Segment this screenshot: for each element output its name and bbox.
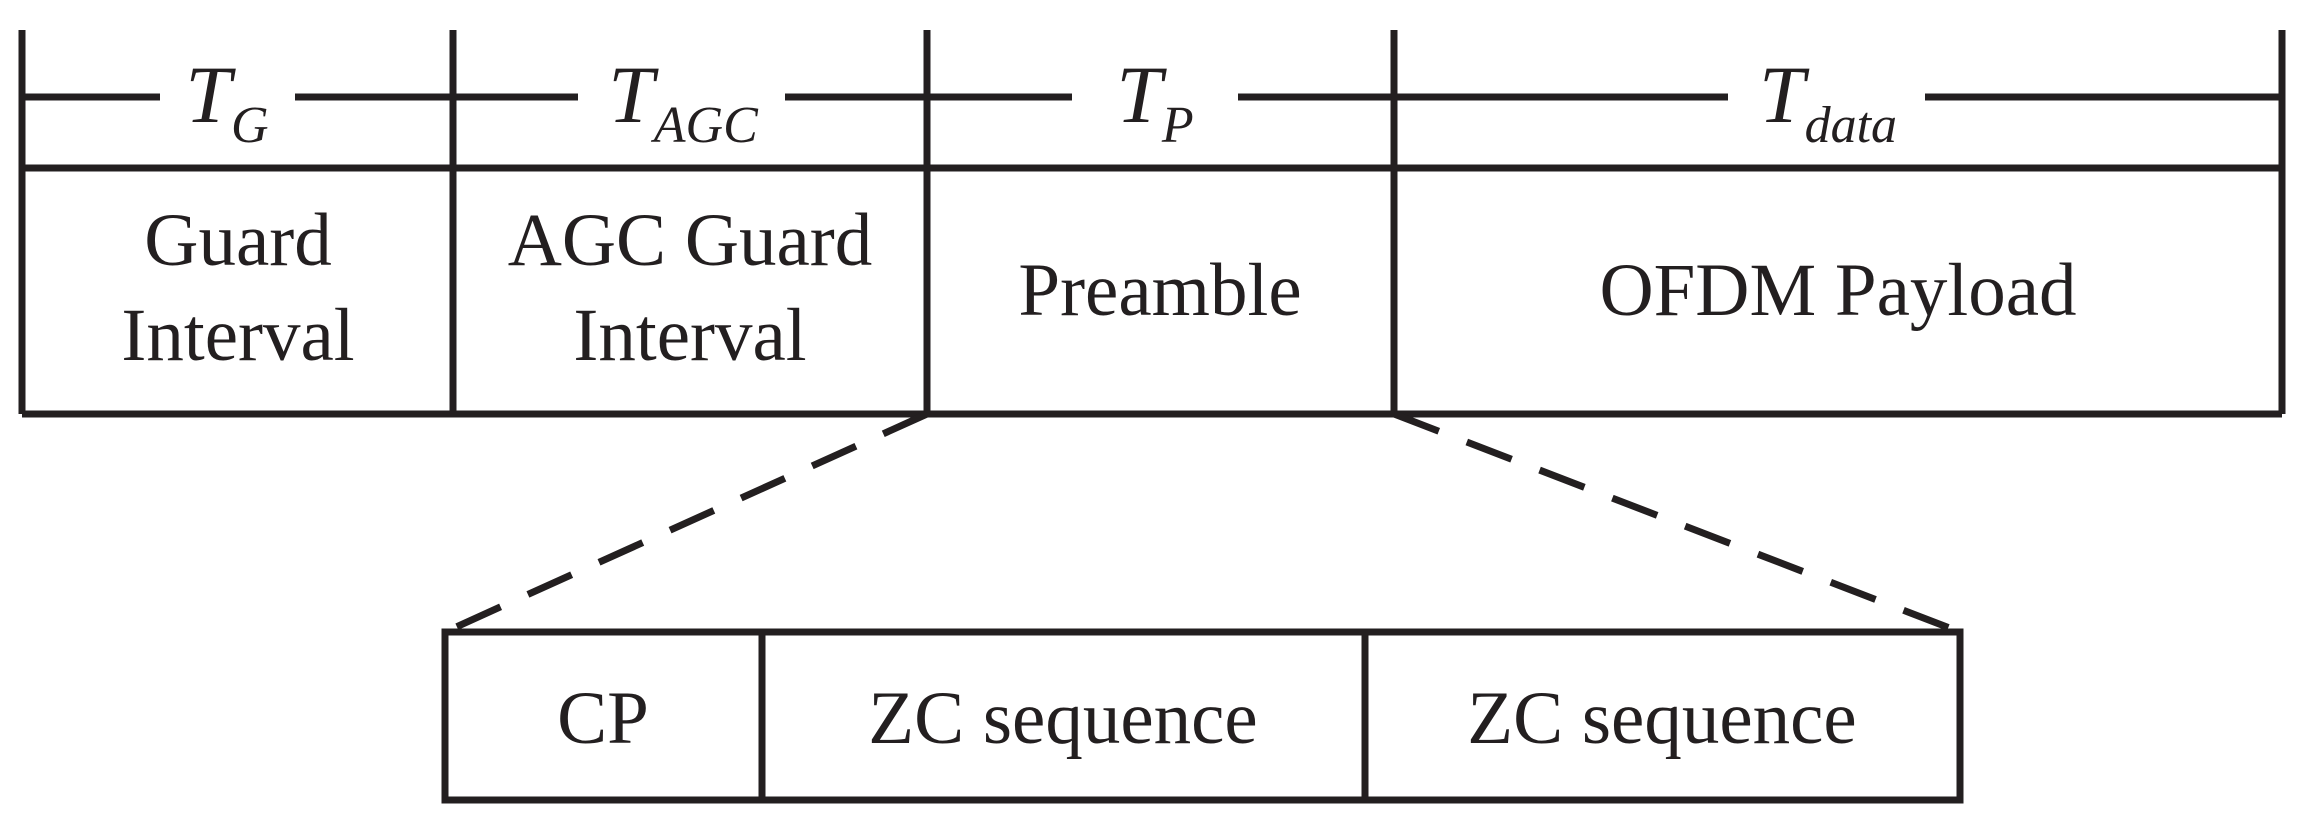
duration-label-tagc: TAGC bbox=[608, 49, 759, 154]
preamble-part-zc-sequence-1: ZC sequence bbox=[868, 677, 1257, 760]
preamble-part-cp: CP bbox=[557, 677, 649, 760]
duration-label-tdata: Tdata bbox=[1759, 49, 1897, 154]
field-agc-guard-interval-line1: AGC Guard bbox=[508, 199, 873, 282]
field-ofdm-payload: OFDM Payload bbox=[1599, 249, 2076, 332]
field-agc-guard-interval-line2: Interval bbox=[573, 294, 806, 377]
field-guard-interval-line1: Guard bbox=[144, 199, 331, 282]
zoom-connectors bbox=[443, 410, 1962, 636]
zoom-line-right bbox=[1392, 410, 1962, 636]
zoom-line-left bbox=[443, 410, 929, 636]
duration-label-tp: TP bbox=[1116, 49, 1193, 154]
preamble-structure-box bbox=[441, 628, 1964, 804]
field-guard-interval-line2: Interval bbox=[121, 294, 354, 377]
duration-label-tg: TG bbox=[185, 49, 268, 154]
frame-outline bbox=[18, 30, 2286, 418]
preamble-structure bbox=[441, 628, 1964, 804]
field-preamble: Preamble bbox=[1018, 249, 1301, 332]
preamble-part-zc-sequence-2: ZC sequence bbox=[1467, 677, 1856, 760]
